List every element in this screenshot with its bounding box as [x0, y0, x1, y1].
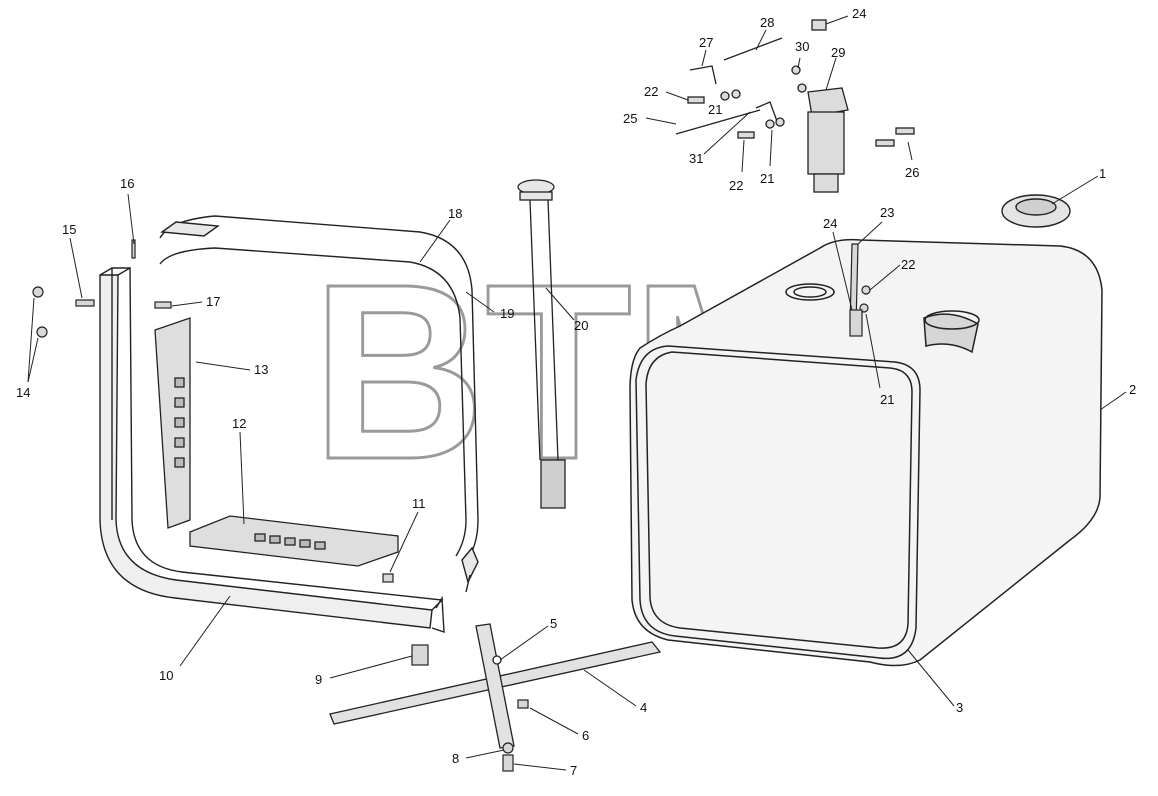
callout-2: 2: [1129, 382, 1136, 397]
callout-26: 26: [905, 165, 919, 180]
callout-10: 10: [159, 668, 173, 683]
mounting-frame: [99, 266, 445, 633]
fuel-tank: [629, 238, 1103, 667]
callout-3: 3: [956, 700, 963, 715]
fuel-level-sensor: [517, 179, 566, 509]
callout-21-c: 21: [880, 392, 894, 407]
callout-11: 11: [412, 496, 426, 511]
callout-5: 5: [550, 616, 557, 631]
callout-31: 31: [689, 151, 703, 166]
callout-6: 6: [582, 728, 589, 743]
leader-lines: [27, 15, 1127, 771]
callout-21-b: 21: [760, 171, 774, 186]
tank-strap: [159, 215, 479, 593]
callout-21-a: 21: [708, 102, 722, 117]
rubber-pads: [154, 317, 399, 567]
callout-4: 4: [640, 700, 647, 715]
callout-13: 13: [254, 362, 268, 377]
callout-7: 7: [570, 763, 577, 778]
callout-1: 1: [1099, 166, 1106, 181]
callout-9: 9: [315, 672, 322, 687]
callout-25: 25: [623, 111, 637, 126]
callout-8: 8: [452, 751, 459, 766]
callout-20: 20: [574, 318, 588, 333]
callout-18: 18: [448, 206, 462, 221]
callout-29: 29: [831, 45, 845, 60]
callout-12: 12: [232, 416, 246, 431]
callout-16: 16: [120, 176, 134, 191]
callout-28: 28: [760, 15, 774, 30]
callout-17: 17: [206, 294, 220, 309]
callout-14: 14: [16, 385, 30, 400]
callout-27: 27: [699, 35, 713, 50]
callout-15: 15: [62, 222, 76, 237]
callout-22-a: 22: [644, 84, 658, 99]
callout-30: 30: [795, 39, 809, 54]
callout-24-a: 24: [852, 6, 866, 21]
callout-19: 19: [500, 306, 514, 321]
callout-22-b: 22: [729, 178, 743, 193]
callout-labels: 1 2 3 4 5 6 7 8 9 10 11 12 13 14 15 16 1…: [16, 6, 1136, 778]
fuel-filter-assembly: [675, 19, 915, 193]
bottom-bracket: [329, 623, 662, 749]
fasteners: [32, 239, 871, 772]
callout-22-c: 22: [901, 257, 915, 272]
callout-24-b: 24: [823, 216, 837, 231]
callout-23: 23: [880, 205, 894, 220]
